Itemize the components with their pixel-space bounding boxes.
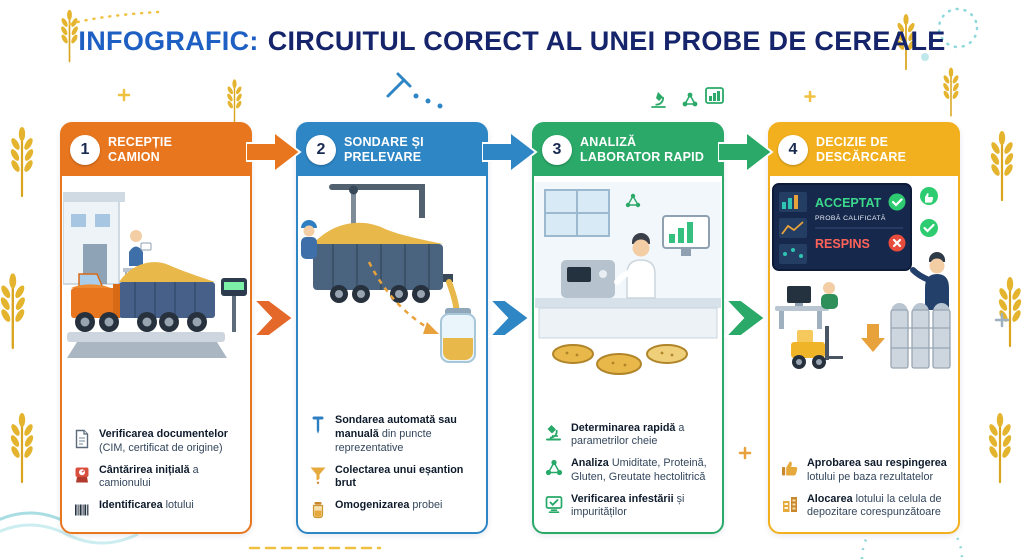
fact-text: Verificarea infestării și impurităților [571, 492, 685, 519]
fact-text: Verificarea documentelor (CIM, certifica… [99, 428, 229, 454]
step-title: RECEPȚIE CAMION [108, 135, 173, 164]
barcode-icon [72, 500, 92, 520]
page-title: INFOGRAFIC: CIRCUITUL CORECT AL UNEI PROB… [0, 26, 1024, 57]
step-panel-3: 3 ANALIZĂ LABORATOR RAPID [532, 122, 724, 534]
thumbs-up-badge-icon [920, 187, 938, 205]
mid-arrow-step3-to-step4 [724, 299, 767, 337]
fact-text: Cântărirea inițială a camionului [99, 463, 199, 490]
list-item: Alocarea lotului la celula de depozitare… [780, 493, 949, 520]
microscope-icon [544, 423, 564, 443]
step-title: ANALIZĂ LABORATOR RAPID [580, 135, 705, 164]
molecule-icon [544, 458, 564, 478]
storage-silos [890, 303, 951, 369]
chart-decor-icon [705, 87, 724, 104]
arrow-step1-to-step2 [246, 130, 302, 174]
fact-list: Aprobarea sau respingerea lotului pe baz… [770, 453, 958, 524]
step-panel-2: 2 SONDARE ȘI PRELEVARE [296, 122, 488, 534]
step-number-badge: 2 [306, 135, 336, 165]
qualified-label: PROBĂ CALIFICATĂ [815, 213, 886, 222]
check-badge-icon [920, 219, 938, 237]
list-item: Analiza Umiditate, Proteină, Gluten, Gre… [544, 457, 713, 484]
molecule-decor-icon [682, 92, 698, 107]
fact-text: Analiza Umiditate, Proteină, Gluten, Gre… [571, 457, 707, 483]
list-item: Sondarea automată sau manuală din puncte… [308, 414, 477, 455]
fact-text: Sondarea automată sau manuală din puncte… [335, 414, 457, 454]
arrow-step2-to-step3 [482, 130, 538, 174]
microscope-decor-icon [651, 92, 666, 108]
fact-text: Determinarea rapidă a parametrilor cheie [571, 421, 685, 448]
fact-text: Identificarea lotului [99, 499, 194, 511]
accepted-check-icon [888, 193, 906, 211]
truck-reception-illustration [63, 182, 249, 380]
title-main: CIRCUITUL CORECT AL UNEI PROBE DE CEREAL… [267, 26, 946, 56]
mid-arrow-step1-to-step2 [252, 299, 295, 337]
fact-text: Colectarea unui eșantion brut [335, 463, 464, 490]
step-title: SONDARE ȘI PRELEVARE [344, 135, 424, 164]
fact-list: Determinarea rapidă a parametrilor cheie… [534, 418, 722, 524]
step-title: DECIZIE DE DESCĂRCARE [816, 135, 907, 164]
fact-text: Alocarea lotului la celula de depozitare… [807, 492, 942, 519]
fact-text: Omogenizarea probei [335, 499, 443, 511]
document-icon [72, 429, 92, 449]
step-header-2: 2 SONDARE ȘI PRELEVARE [298, 124, 486, 176]
list-item: Omogenizarea probei [308, 499, 477, 520]
sample-jar-icon [308, 500, 328, 520]
title-prefix: INFOGRAFIC: [78, 26, 259, 56]
silo-icon [780, 494, 800, 514]
step-panel-4: 4 DECIZIE DE DESCĂRCARE ACCEPTAT PROBĂ C… [768, 122, 960, 534]
list-item: Determinarea rapidă a parametrilor cheie [544, 422, 713, 449]
rejected-label: RESPINS [815, 237, 870, 251]
step-number-badge: 3 [542, 135, 572, 165]
fact-list: Sondarea automată sau manuală din puncte… [298, 410, 486, 524]
funnel-icon [308, 465, 328, 485]
step-header-4: 4 DECIZIE DE DESCĂRCARE [770, 124, 958, 176]
step-number-badge: 1 [70, 135, 100, 165]
thumbs-up-icon [780, 458, 800, 478]
mid-arrow-step2-to-step3 [488, 299, 531, 337]
list-item: Colectarea unui eșantion brut [308, 464, 477, 491]
list-item: Verificarea documentelor (CIM, certifica… [72, 428, 241, 455]
step-number-badge: 4 [778, 135, 808, 165]
step-header-1: 1 RECEPȚIE CAMION [62, 124, 250, 176]
laboratory-illustration [535, 182, 721, 380]
list-item: Cântărirea inițială a camionului [72, 464, 241, 491]
down-arrow-icon [861, 324, 885, 352]
decision-illustration: ACCEPTAT PROBĂ CALIFICATĂ RESPINS [771, 182, 957, 380]
fact-text: Aprobarea sau respingerea lotului pe baz… [807, 457, 947, 483]
step-panel-1: 1 RECEPȚIE CAMION [60, 122, 252, 534]
monitor-check-icon [544, 494, 564, 514]
accepted-label: ACCEPTAT [815, 196, 882, 210]
list-item: Aprobarea sau respingerea lotului pe baz… [780, 457, 949, 484]
sampling-probe-icon [308, 415, 328, 435]
sampling-illustration [299, 182, 485, 380]
list-item: Verificarea infestării și impurităților [544, 493, 713, 520]
fact-list: Verificarea documentelor (CIM, certifica… [62, 424, 250, 524]
step-header-3: 3 ANALIZĂ LABORATOR RAPID [534, 124, 722, 176]
scale-icon [72, 465, 92, 485]
arrow-step3-to-step4 [718, 130, 774, 174]
list-item: Identificarea lotului [72, 499, 241, 520]
